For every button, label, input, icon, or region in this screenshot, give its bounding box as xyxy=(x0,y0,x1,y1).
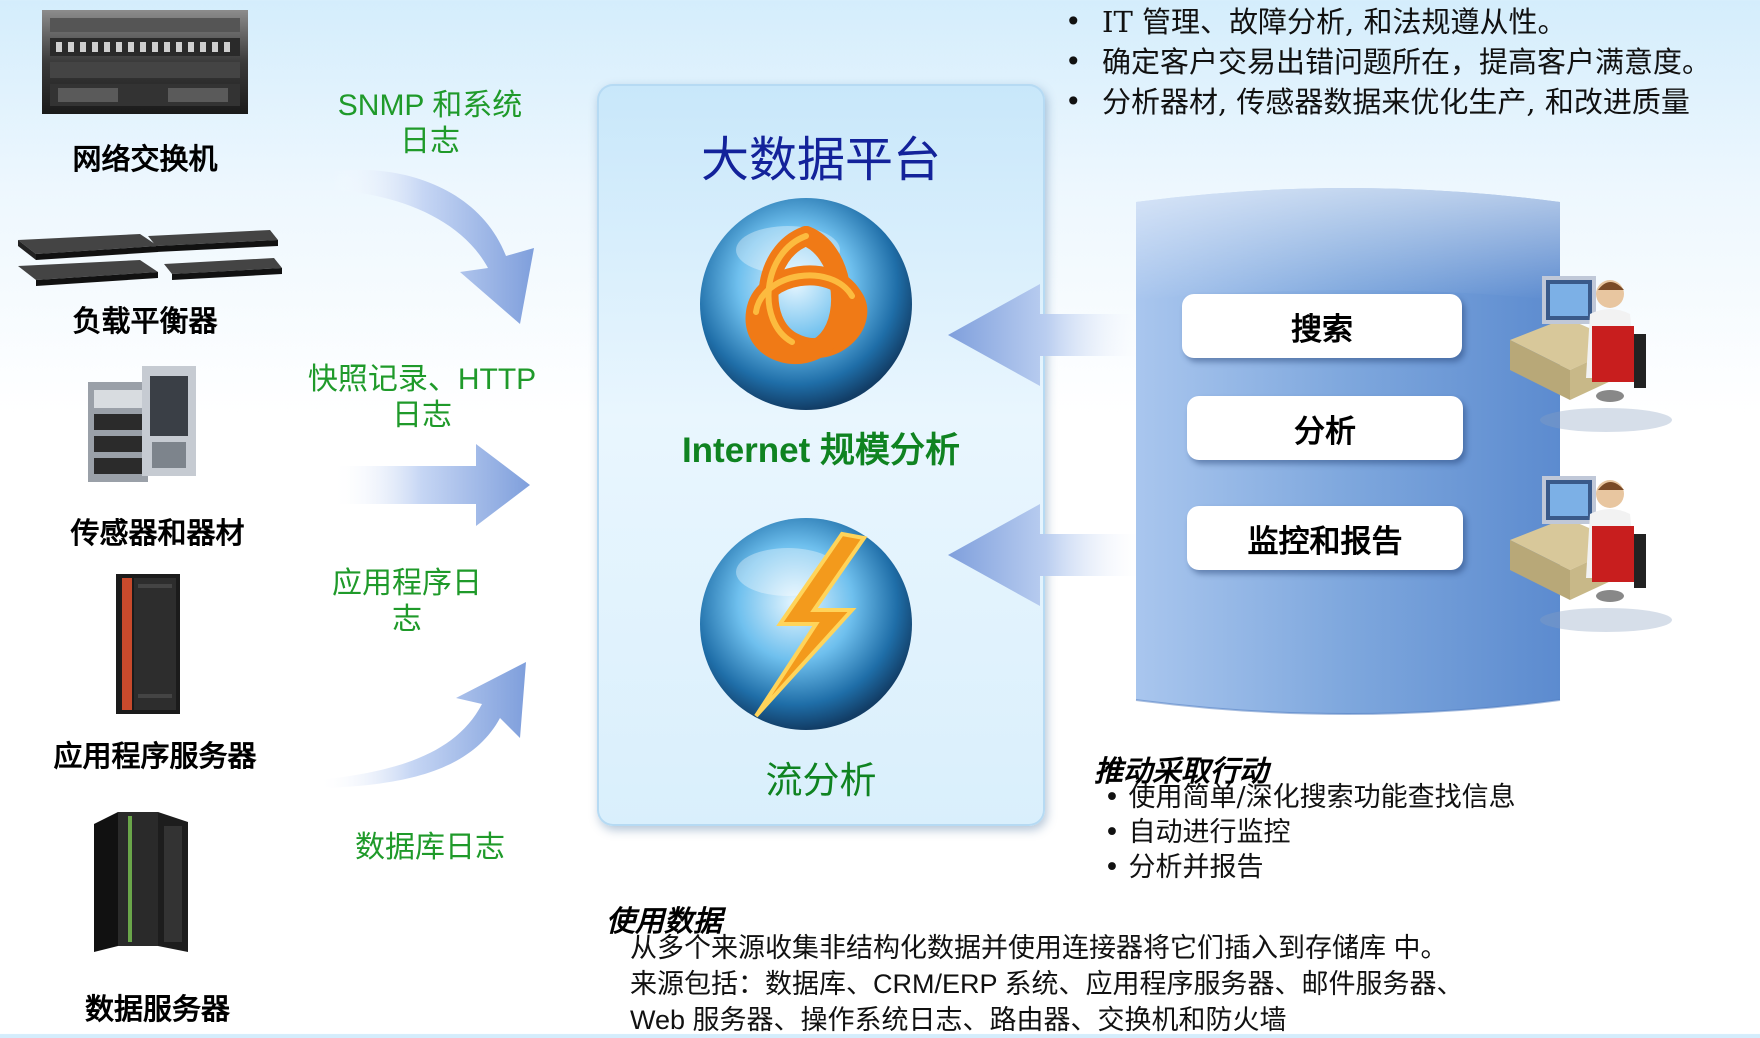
stream-analysis-caption: 流分析 xyxy=(765,759,877,802)
use-data-heading: 使用数据 xyxy=(606,906,723,938)
return-arrow-icon xyxy=(948,284,1142,386)
lightning-bolt-orb-icon xyxy=(700,518,912,730)
flow-label-snapshot-http: 快照记录、HTTP 日志 xyxy=(307,363,537,432)
curved-arrow-down-icon xyxy=(332,169,534,324)
drive-action-item: 分析并报告 xyxy=(1104,850,1516,885)
computer-user-icon xyxy=(1510,476,1672,632)
curved-arrow-up-icon xyxy=(318,662,526,788)
use-data-line: 从多个来源收集非结构化数据并使用连接器将它们插入到存储库 中。 xyxy=(630,933,1448,963)
platform-title: 大数据平台 xyxy=(700,132,941,188)
use-data-line: Web 服务器、操作系统日志、路由器、交换机和防火墙 xyxy=(630,1005,1287,1035)
use-data-line: 来源包括：数据库、CRM/ERP 系统、应用程序服务器、邮件服务器、 xyxy=(630,969,1464,999)
monitor-report-action-button[interactable]: 监控和报告 xyxy=(1187,506,1463,570)
application-server-icon xyxy=(116,574,180,714)
straight-arrow-right-icon xyxy=(332,444,530,526)
source-label-sensor-equipment: 传感器和器材 xyxy=(70,518,245,550)
source-label-application-server: 应用程序服务器 xyxy=(53,741,257,773)
business-value-list: IT 管理、故障分析, 和法规遵从性。 确定客户交易出错问题所在，提高客户满意度… xyxy=(1062,2,1711,122)
flow-label-db-log: 数据库日志 xyxy=(355,831,505,864)
flow-label-snmp: SNMP 和系统日志 xyxy=(337,89,523,158)
analysis-action-button[interactable]: 分析 xyxy=(1187,396,1463,460)
source-label-data-server: 数据服务器 xyxy=(84,994,230,1026)
internet-scale-analysis-caption: Internet 规模分析 xyxy=(681,431,961,470)
drive-action-item: 使用简单/深化搜索功能查找信息 xyxy=(1104,780,1516,815)
business-item: 分析器材, 传感器数据来优化生产, 和改进质量 xyxy=(1062,82,1711,122)
search-action-button[interactable]: 搜索 xyxy=(1182,294,1462,358)
computer-user-icon xyxy=(1510,276,1672,432)
source-label-load-balancer: 负载平衡器 xyxy=(72,306,218,338)
return-arrow-icon xyxy=(948,504,1142,606)
use-data-body: 从多个来源收集非结构化数据并使用连接器将它们插入到存储库 中。 来源包括：数据库… xyxy=(630,930,1464,1038)
business-item: IT 管理、故障分析, 和法规遵从性。 xyxy=(1062,2,1711,42)
flow-label-app-log: 应用程序日志 xyxy=(332,567,482,636)
source-label-network-switch: 网络交换机 xyxy=(72,144,218,176)
data-server-icon xyxy=(94,812,188,952)
trefoil-knot-orb-icon xyxy=(700,198,912,410)
network-switch-icon xyxy=(42,10,248,114)
drive-action-item: 自动进行监控 xyxy=(1104,815,1516,850)
load-balancer-icon xyxy=(18,230,282,286)
drive-action-list: 使用简单/深化搜索功能查找信息 自动进行监控 分析并报告 xyxy=(1104,780,1516,885)
sensor-equipment-icon xyxy=(88,366,196,482)
business-item: 确定客户交易出错问题所在，提高客户满意度。 xyxy=(1062,42,1711,82)
